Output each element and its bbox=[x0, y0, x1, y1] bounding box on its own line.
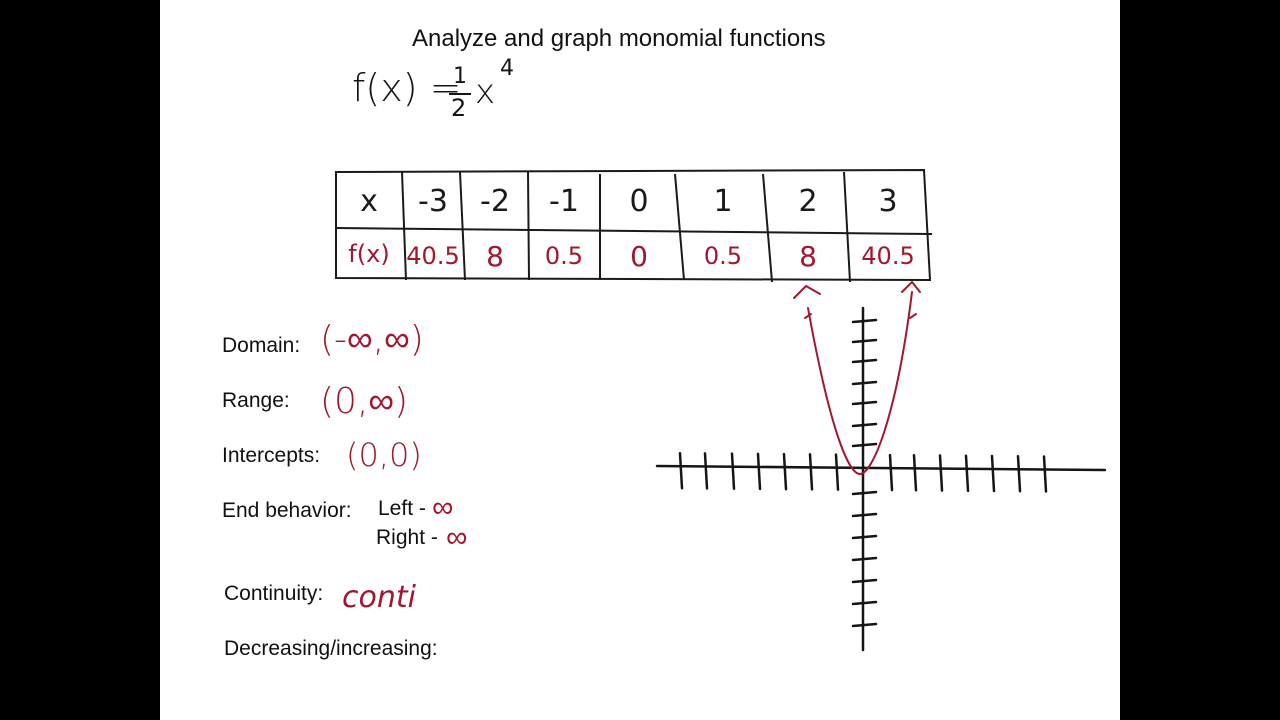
x-tick bbox=[782, 452, 788, 491]
left-end-arrow bbox=[793, 284, 821, 299]
table-cell-x: 3 bbox=[878, 183, 898, 219]
table-cell-fx: 8 bbox=[799, 239, 817, 273]
y-tick bbox=[851, 358, 878, 364]
y-tick bbox=[851, 622, 878, 628]
x-tick bbox=[990, 454, 996, 493]
x-tick bbox=[703, 452, 709, 490]
continuity-value: conti bbox=[342, 580, 416, 615]
y-tick bbox=[851, 534, 878, 540]
range-value: (0,∞) bbox=[320, 381, 409, 422]
function-variable: x bbox=[475, 72, 496, 112]
x-tick bbox=[678, 451, 684, 490]
range-label: Range: bbox=[222, 389, 290, 412]
domain-label: Domain: bbox=[222, 334, 301, 357]
table-cell-fx: 8 bbox=[486, 239, 504, 273]
table-cell-x: -1 bbox=[549, 183, 579, 219]
y-tick bbox=[851, 490, 878, 496]
table-header-x: x bbox=[360, 183, 378, 219]
end-behavior-left-value: ∞ bbox=[432, 490, 454, 525]
end-behavior-right-value: ∞ bbox=[446, 520, 468, 555]
table-cell-x: 2 bbox=[798, 183, 818, 219]
x-tick bbox=[808, 453, 814, 491]
y-tick bbox=[851, 318, 878, 324]
y-tick bbox=[851, 380, 878, 386]
function-fraction-bar bbox=[449, 93, 471, 95]
y-tick bbox=[851, 338, 878, 344]
x-tick bbox=[938, 454, 944, 492]
x-axis-ticks bbox=[678, 451, 1048, 493]
page-title: Analyze and graph monomial functions bbox=[412, 25, 826, 52]
table-header-fx: f(x) bbox=[348, 240, 390, 268]
y-tick bbox=[851, 578, 878, 584]
x-tick bbox=[964, 454, 970, 493]
table-cell-x: -2 bbox=[480, 183, 510, 219]
whiteboard-page: Analyze and graph monomial functions f(x… bbox=[160, 0, 1120, 720]
end-behavior-left-label: Left - bbox=[378, 497, 426, 520]
decreasing-increasing-label: Decreasing/increasing: bbox=[224, 637, 438, 660]
function-graph bbox=[655, 280, 1107, 652]
intercepts-value: (0,0) bbox=[346, 436, 422, 474]
table-cell-fx: 0.5 bbox=[703, 242, 743, 270]
table-cell-fx: 0.5 bbox=[544, 242, 584, 270]
table-cell-fx: 40.5 bbox=[861, 242, 915, 270]
domain-value: (-∞,∞) bbox=[320, 319, 424, 360]
table-cell-fx: 40.5 bbox=[406, 242, 460, 270]
x-tick bbox=[834, 453, 840, 491]
y-tick bbox=[851, 600, 878, 606]
end-behavior-right-label: Right - bbox=[376, 526, 438, 549]
function-numerator: 1 bbox=[453, 64, 467, 89]
intercepts-label: Intercepts: bbox=[222, 444, 321, 467]
right-end-arrow bbox=[901, 280, 921, 293]
y-tick bbox=[851, 422, 878, 428]
function-exponent: 4 bbox=[500, 56, 514, 81]
x-tick bbox=[730, 452, 736, 490]
y-tick bbox=[851, 442, 878, 448]
function-lhs: f(x) = bbox=[352, 66, 462, 110]
table-cell-x: 1 bbox=[713, 183, 733, 219]
table-cell-x: 0 bbox=[629, 183, 649, 219]
end-behavior-label: End behavior: bbox=[222, 499, 352, 522]
x-tick bbox=[1042, 455, 1048, 493]
y-tick bbox=[851, 400, 878, 406]
y-axis-ticks bbox=[851, 318, 878, 628]
value-table-grid bbox=[335, 168, 933, 283]
y-tick bbox=[851, 512, 878, 518]
x-tick bbox=[756, 452, 762, 491]
x-axis bbox=[655, 464, 1107, 472]
table-cell-fx: 0 bbox=[630, 239, 648, 273]
x-tick bbox=[888, 453, 894, 492]
continuity-label: Continuity: bbox=[224, 582, 324, 605]
y-tick bbox=[851, 556, 878, 562]
x-tick bbox=[1016, 454, 1022, 493]
table-cell-x: -3 bbox=[418, 183, 448, 219]
parabola-curve bbox=[807, 291, 913, 476]
x-tick bbox=[912, 454, 918, 492]
function-denominator: 2 bbox=[451, 94, 467, 122]
